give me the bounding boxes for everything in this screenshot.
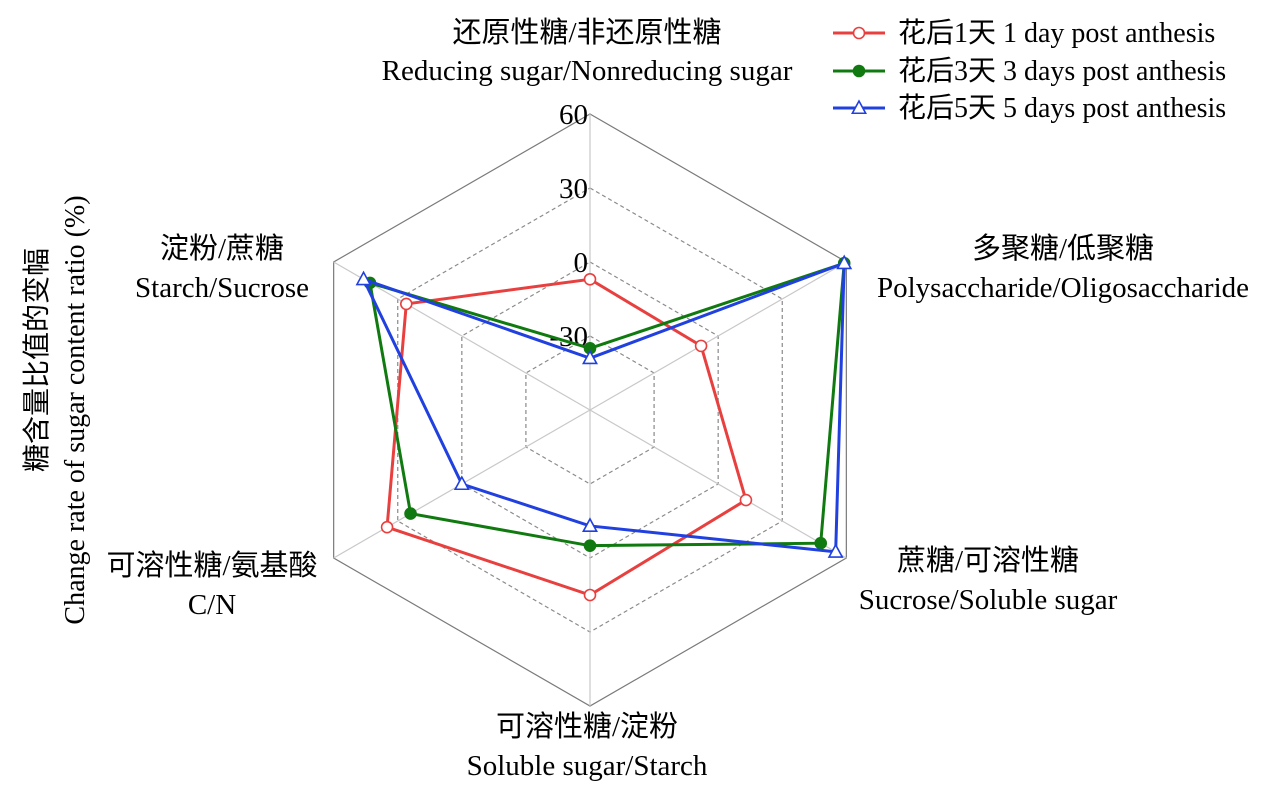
legend-entry-day1: 花后1天 1 day post anthesis [898, 17, 1215, 49]
radar-spoke [589, 409, 847, 559]
series-2-point [404, 507, 417, 520]
radar-series [355, 254, 853, 602]
axis-label-reducing-en: Reducing sugar/Nonreducing sugar [382, 55, 793, 87]
axis-label-starch-sucrose-en: Starch/Sucrose [135, 272, 309, 304]
series-1-point [694, 339, 708, 353]
series-2-point [814, 536, 828, 550]
series-3-point [582, 517, 598, 532]
legend-entry-day5: 花后5天 5 days post anthesis [898, 92, 1226, 124]
axis-label-polysaccharide-en: Polysaccharide/Oligosaccharide [877, 272, 1249, 304]
series-1-point [399, 297, 413, 311]
legend: 花后1天 1 day post anthesis 花后3天 3 days pos… [833, 17, 1226, 124]
legend-entry-day3: 花后3天 3 days post anthesis [898, 55, 1226, 87]
axis-label-sucrose-soluble-cn: 蔗糖/可溶性糖 [897, 544, 1079, 577]
series-3-point [355, 270, 372, 286]
series-3-point [582, 349, 598, 365]
series-3-point [827, 543, 844, 558]
series-3 [355, 254, 853, 558]
y-axis-title-cn: 糖含量比值的变幅 [21, 248, 53, 472]
legend-swatch-3-point [851, 99, 867, 115]
axis-label-sucrose-soluble-en: Sucrose/Soluble sugar [859, 584, 1118, 616]
series-1-point [583, 272, 597, 286]
series-2-point [583, 539, 597, 552]
legend-swatch-1-point [852, 26, 866, 40]
axis-label-cn-ratio-cn: 可溶性糖/氨基酸 [106, 549, 317, 582]
axis-label-soluble-starch-cn: 可溶性糖/淀粉 [496, 710, 678, 743]
axis-label-starch-sucrose-cn: 淀粉/蔗糖 [160, 232, 284, 265]
radial-tick-label: 30 [559, 173, 588, 205]
radial-tick-labels: 60 30 0 -30 [549, 99, 588, 353]
radar-spokes [333, 114, 847, 706]
axis-label-soluble-starch-en: Soluble sugar/Starch [467, 750, 708, 782]
series-1-point [739, 493, 753, 507]
legend-swatch-2-point [852, 64, 866, 78]
radar-spoke [589, 261, 847, 411]
series-1-point [380, 520, 394, 534]
y-axis-title-en: Change rate of sugar content ratio (%) [60, 195, 91, 624]
radial-tick-label: 0 [574, 247, 589, 279]
series-1 [380, 272, 753, 602]
axis-label-reducing-cn: 还原性糖/非还原性糖 [452, 16, 721, 49]
radial-tick-label: 60 [559, 99, 588, 131]
series-3-line [360, 261, 846, 554]
y-axis-title: 糖含量比值的变幅 Change rate of sugar content ra… [21, 195, 91, 624]
axis-label-polysaccharide-cn: 多聚糖/低聚糖 [972, 232, 1154, 265]
series-3-point [836, 254, 853, 270]
axis-labels: 还原性糖/非还原性糖 Reducing sugar/Nonreducing su… [106, 16, 1249, 782]
series-3-point [453, 475, 470, 491]
radar-spoke [333, 261, 591, 411]
series-1-point [583, 588, 597, 602]
axis-label-cn-ratio-en: C/N [188, 589, 236, 621]
